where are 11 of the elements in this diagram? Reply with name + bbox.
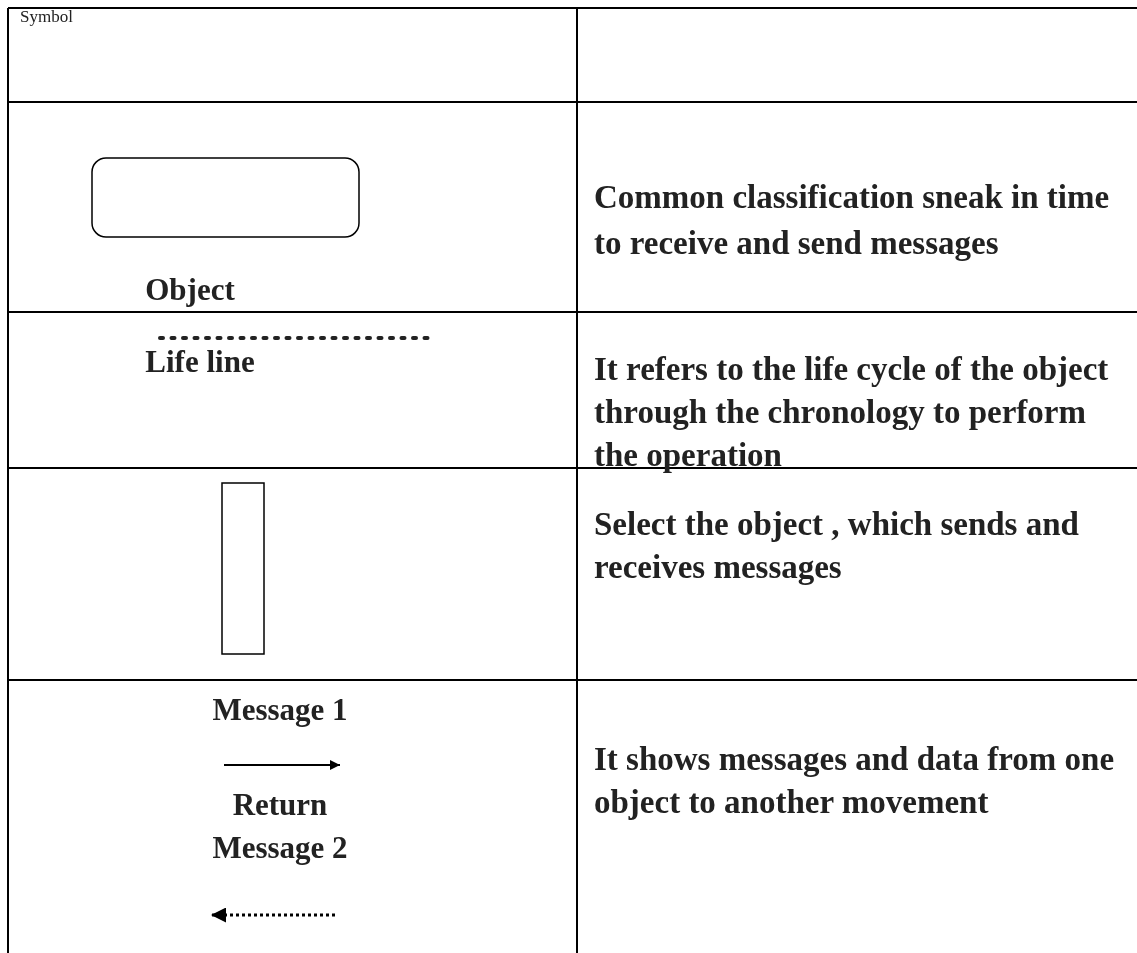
- symbol-name: Object: [144, 271, 236, 309]
- activation-bar-symbol: [221, 482, 265, 655]
- symbol-name: Life line: [144, 343, 256, 381]
- description-text: Common classification sneak in time to receive and send messages: [594, 178, 1111, 263]
- description-text: It shows messages and data from one object to another movement: [594, 740, 1116, 822]
- symbol-name: Message 1: [211, 691, 349, 729]
- description-text: Select the object , which sends and receives messages: [594, 505, 1080, 587]
- description-text: It refers to the life cycle of the object through the chronology to perform the operation: [594, 350, 1110, 475]
- column-header: Symbol: [20, 6, 74, 28]
- object-symbol: [91, 157, 360, 238]
- symbol-name: Return Message 2: [211, 786, 349, 867]
